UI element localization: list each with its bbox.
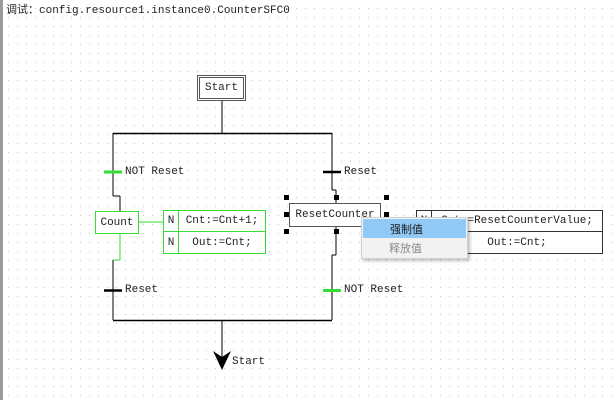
action-block-count[interactable]: N Cnt:=Cnt+1; N Out:=Cnt; xyxy=(163,210,266,254)
transition-left-in-label[interactable]: NOT Reset xyxy=(125,166,185,178)
menu-item-force-value[interactable]: 强制值 xyxy=(363,219,466,238)
instance-path: config.resource1.instance0.CounterSFC0 xyxy=(39,5,290,17)
transition-right-in-label[interactable]: Reset xyxy=(344,166,378,178)
selection-handle[interactable] xyxy=(284,229,289,234)
debug-prefix: 调试： xyxy=(6,3,39,16)
transition-right-out-label[interactable]: NOT Reset xyxy=(344,284,404,296)
initial-step-label: Start xyxy=(204,82,238,94)
action-code: Out:=Cnt; xyxy=(487,236,547,249)
context-menu: 强制值 释放值 xyxy=(361,217,468,259)
initial-step-start[interactable]: Start xyxy=(197,75,246,101)
action-code: Out:=Cnt; xyxy=(192,236,252,249)
action-code: Cnt:=Cnt+1; xyxy=(185,215,259,227)
menu-item-release-value[interactable]: 释放值 xyxy=(389,241,422,255)
action-qualifier: N xyxy=(164,232,179,253)
selection-handle[interactable] xyxy=(284,212,289,217)
action-code: Cnt:=ResetCounterValue; xyxy=(441,215,593,227)
selection-handle[interactable] xyxy=(384,195,389,200)
jump-target-label[interactable]: Start xyxy=(232,356,266,368)
selection-handle[interactable] xyxy=(334,229,339,234)
step-resetcounter[interactable]: ResetCounter xyxy=(289,203,381,227)
action-row: N Out:=Cnt; xyxy=(164,232,265,253)
action-row: N Cnt:=Cnt+1; xyxy=(164,211,265,232)
selection-handle[interactable] xyxy=(334,195,339,200)
transition-left-out-label[interactable]: Reset xyxy=(125,284,159,296)
jump-arrow-icon xyxy=(213,351,231,370)
selection-handle[interactable] xyxy=(384,212,389,217)
step-count[interactable]: Count xyxy=(95,211,139,234)
step-count-label: Count xyxy=(100,216,134,229)
step-resetcounter-label: ResetCounter xyxy=(295,209,375,221)
left-border xyxy=(0,0,3,400)
debug-title: 调试：config.resource1.instance0.CounterSFC… xyxy=(6,1,290,17)
action-qualifier: N xyxy=(164,211,179,231)
selection-handle[interactable] xyxy=(284,195,289,200)
